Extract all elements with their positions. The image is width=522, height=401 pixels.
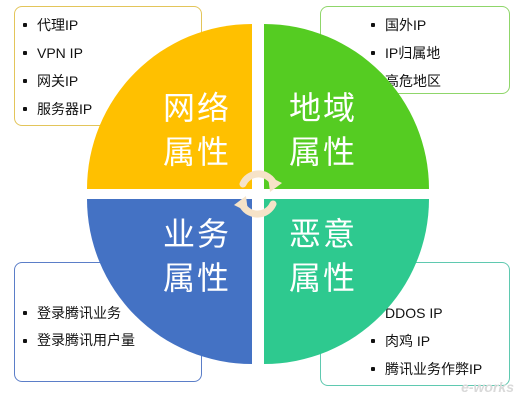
business-quadrant bbox=[87, 199, 252, 364]
region-label-line2: 属性 bbox=[288, 133, 357, 171]
business-label-line2: 属性 bbox=[162, 259, 231, 297]
network-label-line1: 网络 bbox=[162, 89, 231, 127]
network-quadrant bbox=[87, 24, 252, 189]
network-quadrant-label: 网络 属性 bbox=[152, 86, 242, 174]
list-item: 登录腾讯用户量 bbox=[19, 327, 157, 353]
malicious-label-line1: 恶意 bbox=[288, 215, 357, 253]
business-quadrant-label: 业务 属性 bbox=[152, 212, 242, 300]
region-quadrant-label: 地域 属性 bbox=[278, 86, 368, 174]
list-item: 国外IP bbox=[367, 11, 509, 39]
business-attributes-list: 登录腾讯业务 登录腾讯用户量 bbox=[19, 299, 201, 353]
network-attributes-list: 代理IP VPN IP 网关IP 服务器IP bbox=[19, 11, 201, 123]
business-label-line1: 业务 bbox=[162, 215, 231, 253]
list-item: VPN IP bbox=[19, 39, 201, 67]
malicious-quadrant-label: 恶意 属性 bbox=[278, 212, 368, 300]
list-item: 服务器IP bbox=[19, 95, 201, 123]
cycle-arrowheads bbox=[234, 176, 282, 212]
watermark-logo: e-works bbox=[461, 379, 514, 395]
malicious-quadrant bbox=[264, 199, 429, 364]
region-attributes-list: 国外IP IP归属地 高危地区 bbox=[367, 11, 509, 95]
list-item: 腾讯业务作弊IP bbox=[367, 355, 509, 383]
network-label-line2: 属性 bbox=[162, 133, 231, 171]
malicious-label-line2: 属性 bbox=[288, 259, 357, 297]
list-item: 代理IP bbox=[19, 11, 201, 39]
list-item: IP归属地 bbox=[367, 39, 509, 67]
list-item: 登录腾讯业务 bbox=[19, 299, 201, 327]
list-item: 肉鸡 IP bbox=[367, 327, 509, 355]
region-quadrant bbox=[264, 24, 429, 189]
list-item: 网关IP bbox=[19, 67, 201, 95]
region-label-line1: 地域 bbox=[288, 89, 357, 127]
malicious-attributes-list: DDOS IP 肉鸡 IP 腾讯业务作弊IP bbox=[367, 299, 509, 383]
